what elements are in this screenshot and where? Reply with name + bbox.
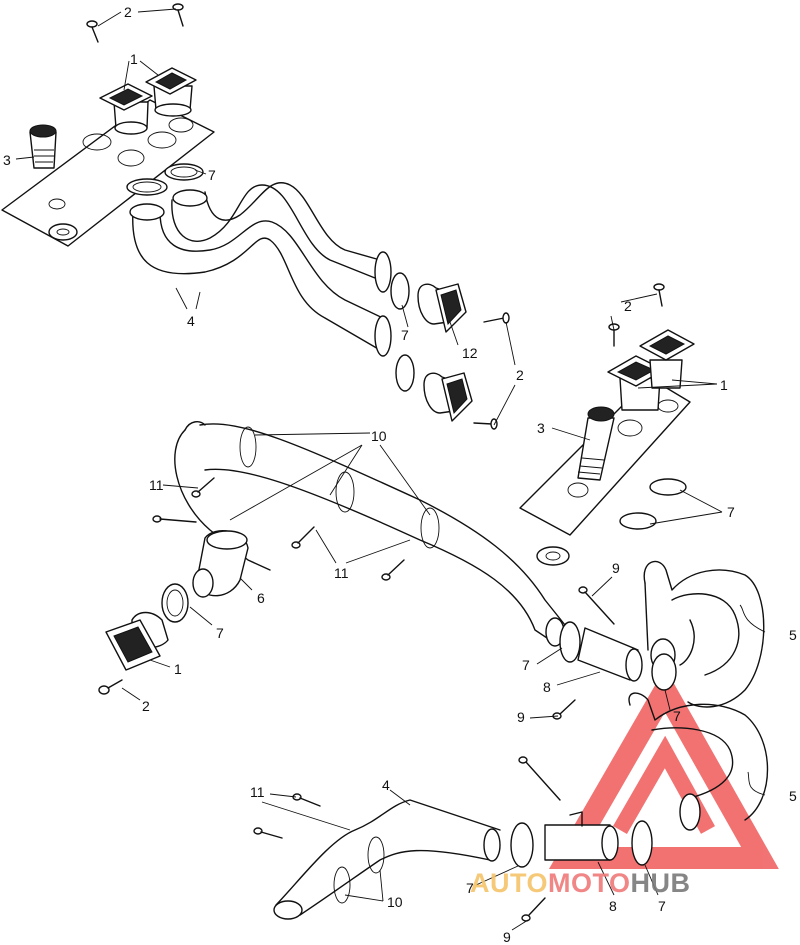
hose-clamp: [651, 653, 677, 691]
bottom-exhaust-hose: [273, 799, 501, 920]
callout-12: 12: [462, 345, 478, 361]
callout-10: 10: [387, 894, 403, 910]
callout-7: 7: [673, 708, 681, 724]
callout-8: 8: [543, 679, 551, 695]
callout-3: 3: [3, 152, 11, 168]
callout-8: 8: [609, 898, 617, 914]
screw-right-b: [608, 323, 620, 347]
connector-pipe-bottom: [544, 811, 619, 861]
outlet-grill-left: [105, 611, 169, 671]
callout-7: 7: [208, 167, 216, 183]
callout-2: 2: [124, 4, 132, 20]
through-hull-fitting: [29, 124, 78, 241]
y-pipe-hose-lower: [628, 692, 769, 831]
watermark-moto: MOTO: [548, 868, 631, 898]
screw-flange-lower: [473, 418, 498, 430]
screw-9-d: [521, 897, 546, 922]
callout-4: 4: [187, 313, 195, 329]
callout-7: 7: [466, 880, 474, 896]
callout-7: 7: [401, 327, 409, 343]
hose-clamp: [161, 583, 189, 623]
watermark-auto: AUTO: [470, 868, 548, 898]
exhaust-hose-pair-top: [129, 182, 392, 357]
callout-1: 1: [130, 51, 138, 67]
screw-left-outlet: [98, 679, 123, 695]
screw-flange-upper: [483, 312, 510, 324]
screw-11-c: [291, 526, 315, 549]
svg-text:AUTOMOTOHUB: AUTOMOTOHUB: [470, 868, 691, 898]
screw-11-d: [381, 559, 405, 581]
connector-pipe-middle: [577, 627, 643, 682]
callout-1: 1: [174, 661, 182, 677]
screw-top-left-a: [86, 20, 99, 43]
callout-10: 10: [371, 428, 387, 444]
callout-5: 5: [789, 627, 797, 643]
callout-2: 2: [624, 298, 632, 314]
exhaust-outlet-flange-lower: [423, 372, 473, 422]
hose-clamp: [619, 512, 657, 530]
through-hull-fitting-right: [536, 406, 615, 566]
screw-11-a: [191, 477, 215, 498]
screw-9-a: [578, 586, 615, 625]
callout-9: 9: [612, 560, 620, 576]
callout-5: 5: [789, 788, 797, 804]
right-assembly: [519, 283, 769, 831]
callout-3: 3: [537, 420, 545, 436]
callout-11: 11: [334, 565, 349, 581]
callout-labels: 2 1 3 7 4 7 12 2 2 1 3 7 5 10 11 11 6 7 …: [3, 4, 797, 945]
callout-7: 7: [216, 625, 224, 641]
leader-lines: [15, 8, 766, 931]
screw-right-a: [653, 283, 665, 307]
rubber-elbow: [192, 530, 249, 598]
screw-top-left-b: [172, 3, 184, 27]
callout-1: 1: [720, 377, 728, 393]
callout-9: 9: [517, 709, 525, 725]
screw-9-c: [518, 756, 561, 801]
hose-clamp: [510, 822, 534, 868]
watermark-triangle-outer: [548, 667, 779, 869]
top-left-assembly: [1, 3, 510, 430]
gasket-plate: [1, 99, 215, 247]
callout-11: 11: [149, 477, 164, 493]
callout-11: 11: [250, 784, 265, 800]
callout-4: 4: [382, 777, 390, 793]
callout-9: 9: [503, 929, 511, 945]
outlet-grill-right: [607, 329, 695, 411]
callout-2: 2: [142, 698, 150, 714]
hose-clamp: [164, 163, 204, 181]
hose-clamp: [559, 621, 581, 663]
screw-11-b: [152, 515, 197, 523]
exhaust-outlet-flange-upper: [417, 283, 467, 333]
hose-clamp: [649, 478, 687, 496]
callout-7: 7: [522, 657, 530, 673]
hose-clamp: [390, 272, 410, 310]
hose-clamp: [126, 178, 168, 196]
watermark-text: AUTOMOTOHUB: [470, 868, 691, 898]
outlet-grill-top-left: [99, 67, 197, 135]
hose-clamp: [395, 354, 415, 392]
callout-6: 6: [257, 590, 265, 606]
screw-11-e: [292, 793, 321, 807]
watermark-hub: HUB: [631, 868, 691, 898]
callout-7: 7: [727, 504, 735, 520]
screw-11-f: [253, 827, 283, 839]
callout-2: 2: [516, 367, 524, 383]
hose-clamp: [631, 820, 653, 866]
callout-7: 7: [658, 898, 666, 914]
